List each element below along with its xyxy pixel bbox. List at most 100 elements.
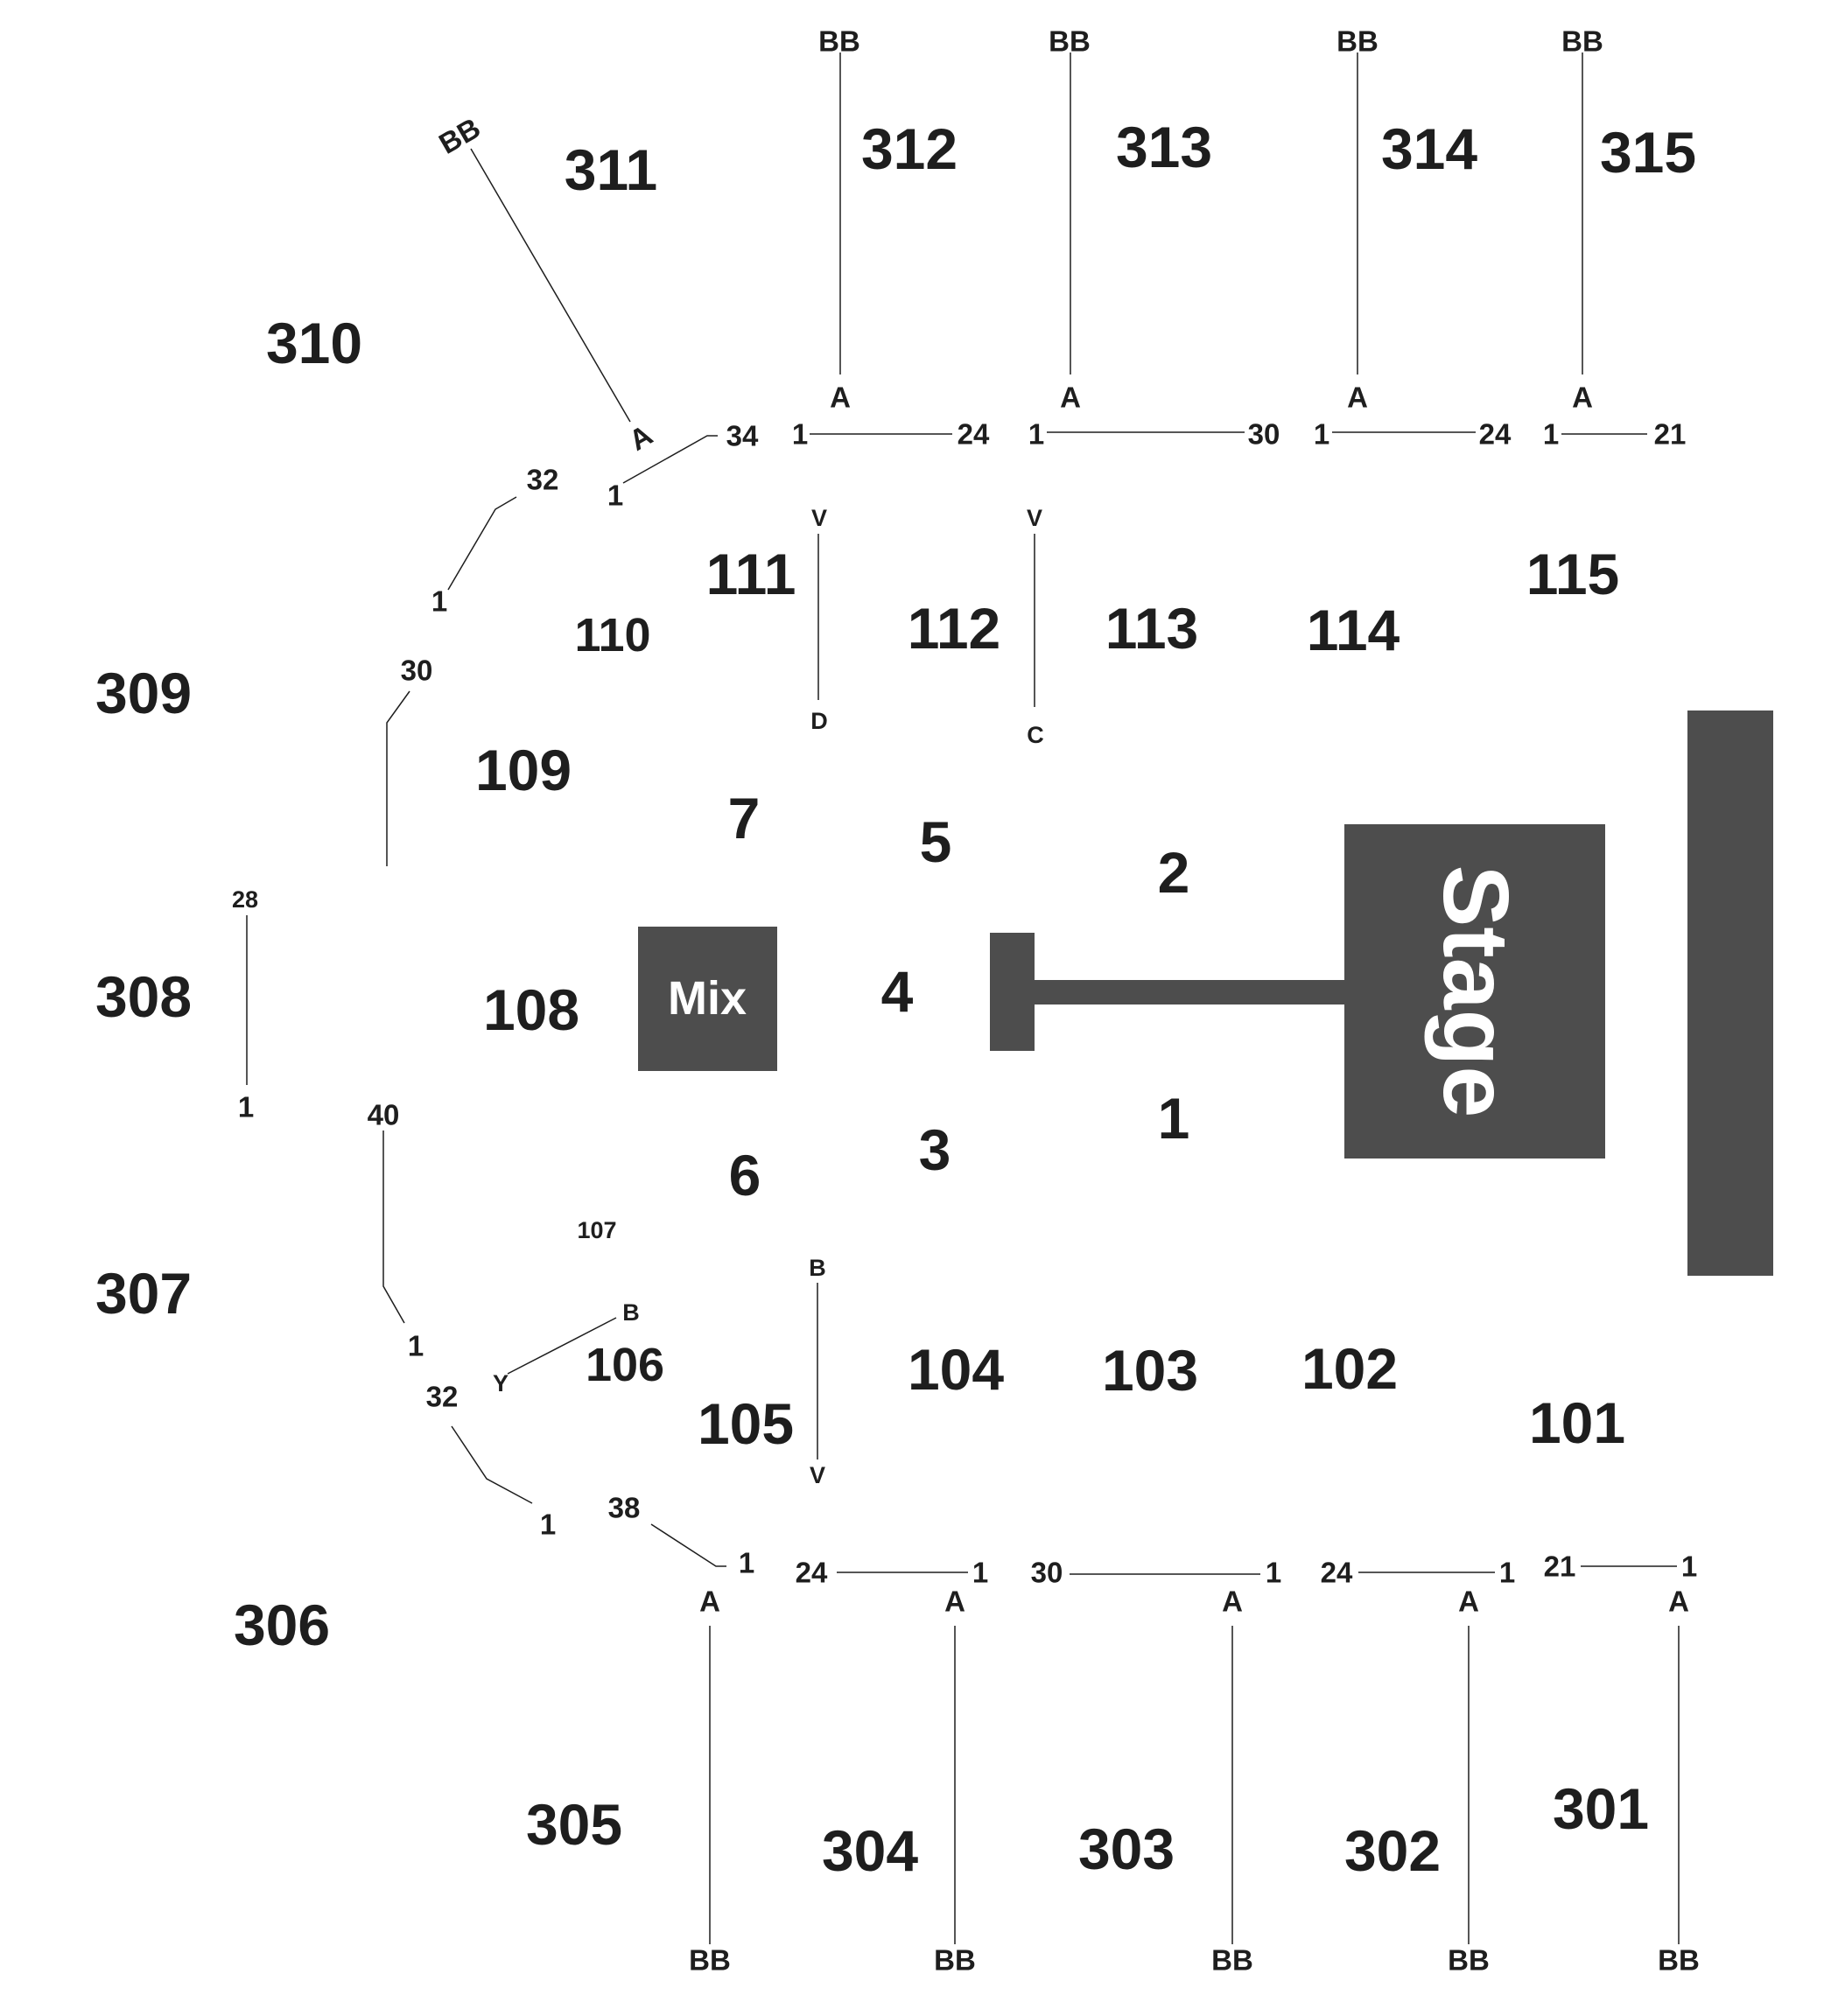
floor-section-1[interactable]: 1 xyxy=(1158,1086,1190,1151)
seat-number: 1 xyxy=(792,418,808,451)
section-103[interactable]: 103 xyxy=(1102,1338,1198,1403)
seat-number: 40 xyxy=(368,1099,400,1131)
back-wall-block xyxy=(1687,710,1773,1276)
seat-number: 1 xyxy=(1681,1550,1697,1583)
row-label: BB xyxy=(1211,1944,1253,1977)
section-109[interactable]: 109 xyxy=(475,738,572,802)
row-label: V xyxy=(811,505,827,531)
floor-section-2[interactable]: 2 xyxy=(1158,840,1190,905)
row-label: V xyxy=(810,1462,825,1488)
section-314[interactable]: 314 xyxy=(1381,116,1477,181)
row-label: B xyxy=(809,1255,826,1281)
floor-section-3[interactable]: 3 xyxy=(919,1117,951,1182)
section-302[interactable]: 302 xyxy=(1344,1818,1441,1883)
seat-number: 32 xyxy=(426,1381,459,1413)
upper-level-sections: 312 313 314 315 311 310 309 308 307 306 … xyxy=(95,115,1696,1883)
seat-number: 30 xyxy=(1031,1557,1063,1589)
seat-number: 1 xyxy=(1543,418,1559,451)
seat-number: 1 xyxy=(408,1330,424,1362)
section-114[interactable]: 114 xyxy=(1307,598,1400,662)
row-label: BB xyxy=(1658,1944,1700,1977)
stage-label: Stage xyxy=(1424,865,1527,1118)
row-label: BB xyxy=(1561,25,1603,58)
section-102[interactable]: 102 xyxy=(1301,1336,1398,1401)
row-label: BB xyxy=(1336,25,1378,58)
seat-number: 21 xyxy=(1544,1550,1576,1583)
section-104[interactable]: 104 xyxy=(908,1337,1004,1402)
section-307[interactable]: 307 xyxy=(95,1261,192,1326)
seat-number: 1 xyxy=(1028,418,1044,451)
row-label: BB xyxy=(818,25,860,58)
row-label: BB xyxy=(689,1944,731,1977)
section-112[interactable]: 112 xyxy=(908,596,1000,661)
section-313[interactable]: 313 xyxy=(1116,115,1212,179)
section-301[interactable]: 301 xyxy=(1553,1776,1649,1841)
section-309[interactable]: 309 xyxy=(95,661,192,725)
row-label: C xyxy=(1027,722,1044,748)
row-label: A xyxy=(1572,382,1593,414)
seat-number: 1 xyxy=(607,480,623,512)
row-label: A xyxy=(1222,1586,1243,1618)
seat-number: 1 xyxy=(238,1091,254,1124)
seat-number: 24 xyxy=(958,418,990,451)
seat-number: 30 xyxy=(401,654,433,687)
seat-number: 1 xyxy=(739,1547,754,1579)
seat-number-labels: 1 24 1 30 1 24 1 21 34 1 32 1 30 28 1 40… xyxy=(232,418,1697,1589)
floor-section-6[interactable]: 6 xyxy=(729,1143,761,1208)
seat-number: 1 xyxy=(972,1557,988,1589)
seat-number: 30 xyxy=(1248,418,1280,451)
section-113[interactable]: 113 xyxy=(1105,596,1198,661)
section-107[interactable]: 107 xyxy=(577,1217,616,1243)
section-303[interactable]: 303 xyxy=(1078,1816,1175,1881)
row-label: A xyxy=(623,418,657,457)
seat-number: 32 xyxy=(527,464,559,496)
seat-number: 24 xyxy=(1479,418,1512,451)
runway-end-block xyxy=(990,933,1035,1051)
row-guide-lines xyxy=(246,52,1680,1944)
stage-block[interactable] xyxy=(1344,824,1605,1158)
row-label: BB xyxy=(934,1944,976,1977)
row-label: BB xyxy=(1448,1944,1490,1977)
seat-number: 38 xyxy=(608,1492,641,1524)
section-115[interactable]: 115 xyxy=(1526,542,1619,606)
row-label: B xyxy=(622,1299,640,1326)
section-110[interactable]: 110 xyxy=(574,609,650,662)
section-311[interactable]: 311 xyxy=(565,137,657,202)
section-305[interactable]: 305 xyxy=(526,1792,622,1857)
section-105[interactable]: 105 xyxy=(698,1391,794,1456)
row-label: D xyxy=(810,708,828,734)
floor-section-5[interactable]: 5 xyxy=(920,809,952,874)
seat-number: 24 xyxy=(1321,1557,1353,1589)
section-101[interactable]: 101 xyxy=(1529,1390,1625,1455)
section-312[interactable]: 312 xyxy=(861,116,958,181)
seat-number: 1 xyxy=(431,585,447,618)
row-label: A xyxy=(1347,382,1368,414)
section-111[interactable]: 111 xyxy=(706,542,796,606)
row-label: BB xyxy=(1049,25,1091,58)
row-label: V xyxy=(1027,505,1042,531)
section-310[interactable]: 310 xyxy=(266,311,362,375)
row-label: A xyxy=(1060,382,1081,414)
lower-level-sections: 111 110 112 113 114 115 109 108 107 106 … xyxy=(475,542,1625,1456)
floor-section-7[interactable]: 7 xyxy=(728,786,761,850)
section-108[interactable]: 108 xyxy=(483,977,579,1042)
mix-booth-block[interactable] xyxy=(638,927,777,1071)
seat-number: 1 xyxy=(540,1508,556,1541)
row-label: A xyxy=(1668,1586,1689,1618)
seat-number: 1 xyxy=(1266,1557,1281,1589)
row-label: A xyxy=(1458,1586,1479,1618)
runway-bar xyxy=(1029,980,1346,1004)
floor-section-4[interactable]: 4 xyxy=(881,959,914,1024)
section-308[interactable]: 308 xyxy=(95,964,192,1029)
section-315[interactable]: 315 xyxy=(1600,120,1696,185)
row-label: A xyxy=(699,1586,720,1618)
row-label: BB xyxy=(433,111,486,160)
floor-sections: 7 5 2 4 1 3 6 xyxy=(728,786,1190,1208)
section-106[interactable]: 106 xyxy=(586,1339,664,1391)
section-306[interactable]: 306 xyxy=(234,1592,330,1657)
row-label: A xyxy=(944,1586,965,1618)
seat-number: 1 xyxy=(1314,418,1329,451)
section-304[interactable]: 304 xyxy=(822,1818,918,1883)
row-label: A xyxy=(830,382,851,414)
